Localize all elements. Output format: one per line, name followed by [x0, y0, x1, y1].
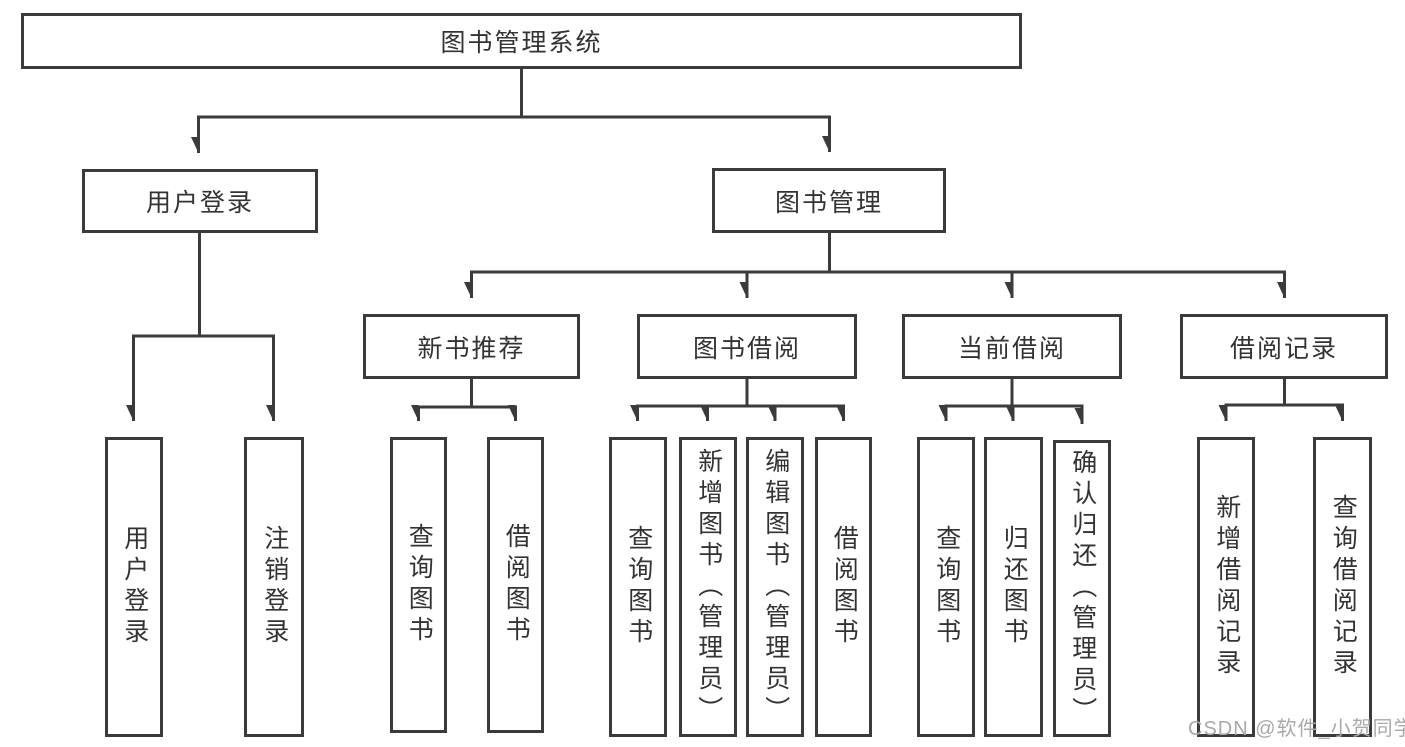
csdn-watermark: CSDN @软件_小贺同学	[1188, 718, 1405, 740]
node-user-login-branch: 用户登录	[82, 169, 318, 233]
leaf-borrow-book-label: 借阅图书	[830, 525, 859, 649]
node-root-system-label: 图书管理系统	[440, 29, 603, 57]
leaf-logout: 注销登录	[244, 437, 304, 737]
leaf-confirm-return-admin-label: 确认归还（管理员）	[1068, 449, 1097, 728]
leaf-recommend-query-book-label: 查询图书	[405, 523, 434, 647]
leaf-add-book-admin: 新增图书（管理员）	[679, 437, 737, 737]
leaf-add-borrow-record-label: 新增借阅记录	[1212, 494, 1241, 680]
leaf-query-borrow-record-label: 查询借阅记录	[1329, 494, 1358, 680]
node-user-login-branch-label: 用户登录	[145, 189, 254, 217]
leaf-add-borrow-record: 新增借阅记录	[1197, 437, 1255, 737]
node-borrow-record-label: 借阅记录	[1229, 334, 1338, 363]
node-book-management-branch: 图书管理	[712, 168, 946, 233]
node-root-system: 图书管理系统	[21, 13, 1022, 69]
leaf-user-login: 用户登录	[105, 437, 163, 737]
leaf-recommend-borrow-book: 借阅图书	[487, 437, 544, 733]
leaf-borrow-query-book: 查询图书	[609, 437, 667, 737]
node-current-borrow-label: 当前借阅	[957, 334, 1066, 363]
leaf-return-book-label: 归还图书	[1000, 525, 1029, 649]
leaf-edit-book-admin-label: 编辑图书（管理员）	[761, 447, 790, 727]
leaf-confirm-return-admin: 确认归还（管理员）	[1053, 440, 1111, 737]
leaf-recommend-query-book: 查询图书	[390, 437, 447, 733]
leaf-recommend-borrow-book-label: 借阅图书	[502, 523, 531, 647]
node-current-borrow: 当前借阅	[902, 314, 1122, 379]
node-new-book-recommend-label: 新书推荐	[417, 334, 526, 363]
leaf-edit-book-admin: 编辑图书（管理员）	[746, 437, 804, 737]
leaf-add-book-admin-label: 新增图书（管理员）	[694, 447, 723, 727]
leaf-borrow-query-book-label: 查询图书	[624, 525, 653, 649]
leaf-borrow-book: 借阅图书	[815, 437, 872, 737]
node-new-book-recommend: 新书推荐	[363, 314, 580, 379]
leaf-current-query-book: 查询图书	[917, 437, 975, 737]
node-book-borrow: 图书借阅	[637, 314, 857, 379]
leaf-user-login-label: 用户登录	[120, 525, 149, 649]
leaf-logout-label: 注销登录	[260, 525, 289, 649]
leaf-query-borrow-record: 查询借阅记录	[1313, 437, 1372, 737]
node-borrow-record: 借阅记录	[1180, 314, 1388, 379]
node-book-management-branch-label: 图书管理	[774, 188, 883, 217]
node-book-borrow-label: 图书借阅	[692, 334, 801, 363]
leaf-current-query-book-label: 查询图书	[932, 525, 961, 649]
leaf-return-book: 归还图书	[984, 437, 1043, 737]
